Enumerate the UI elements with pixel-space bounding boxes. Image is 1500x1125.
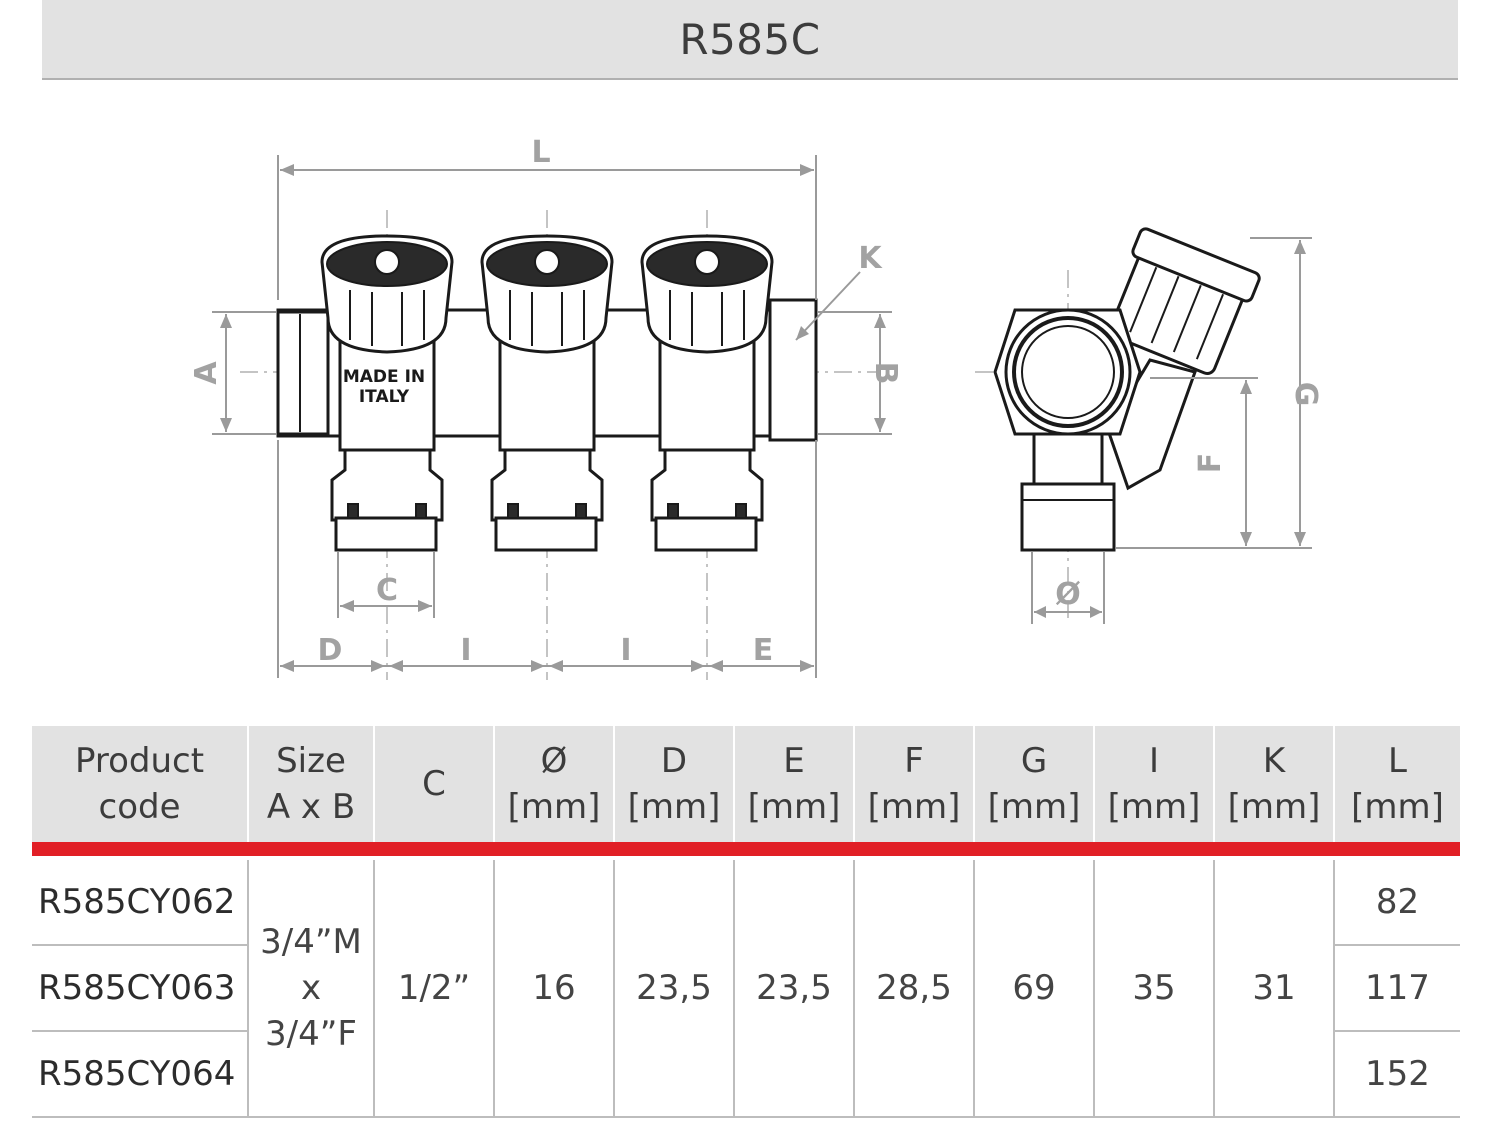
dim-label-E: E bbox=[753, 633, 774, 668]
product-code-cell: R585CY064 bbox=[32, 1031, 248, 1118]
g-cell: 69 bbox=[973, 860, 1094, 1118]
l-cell: 82 bbox=[1333, 860, 1460, 946]
dim-label-D: D bbox=[318, 633, 343, 668]
valve-1 bbox=[320, 234, 454, 552]
dim-label-C: C bbox=[376, 573, 398, 608]
header-f: F[mm] bbox=[853, 726, 974, 842]
table-row: R585CY063 117 bbox=[32, 945, 1460, 1032]
l-cell: 152 bbox=[1333, 1031, 1460, 1118]
d-cell: 23,5 bbox=[613, 860, 734, 1118]
dim-label-A: A bbox=[189, 361, 224, 385]
header-d: D[mm] bbox=[613, 726, 734, 842]
table-row: R585CY064 152 bbox=[32, 1031, 1460, 1118]
e-cell: 23,5 bbox=[733, 860, 854, 1118]
header-e: E[mm] bbox=[733, 726, 854, 842]
header-l: L[mm] bbox=[1333, 726, 1460, 842]
made-in-italy-stamp: MADE IN ITALY bbox=[343, 367, 425, 407]
header-i: I[mm] bbox=[1093, 726, 1214, 842]
k-cell: 31 bbox=[1213, 860, 1334, 1118]
product-code-cell: R585CY063 bbox=[32, 945, 248, 1032]
dim-label-B: B bbox=[868, 362, 903, 385]
dim-label-G: G bbox=[1288, 382, 1323, 407]
dim-label-I-2: I bbox=[620, 633, 631, 668]
dim-label-K: K bbox=[858, 241, 883, 276]
l-cell: 117 bbox=[1333, 945, 1460, 1032]
header-diameter: Ø[mm] bbox=[493, 726, 614, 842]
dim-label-I-1: I bbox=[460, 633, 471, 668]
diameter-cell: 16 bbox=[493, 860, 614, 1118]
i-cell: 35 bbox=[1093, 860, 1214, 1118]
product-code-cell: R585CY062 bbox=[32, 860, 248, 946]
header-c: C bbox=[373, 726, 494, 842]
title-bar: R585C bbox=[42, 0, 1458, 80]
dim-label-L: L bbox=[531, 135, 550, 170]
svg-text:ITALY: ITALY bbox=[359, 387, 410, 407]
dim-label-diameter: Ø bbox=[1055, 577, 1081, 612]
side-view: G F Ø bbox=[975, 227, 1323, 624]
technical-drawing: MADE IN ITALY L A B K C bbox=[189, 135, 1323, 680]
f-cell: 28,5 bbox=[853, 860, 974, 1118]
header-k: K[mm] bbox=[1213, 726, 1334, 842]
header-g: G[mm] bbox=[973, 726, 1094, 842]
valve-3 bbox=[640, 234, 774, 552]
page-title: R585C bbox=[679, 14, 821, 64]
dim-label-F: F bbox=[1193, 453, 1228, 474]
front-view: MADE IN ITALY L A B K C bbox=[189, 135, 903, 680]
header-accent-bar bbox=[32, 842, 1460, 856]
c-cell: 1/2” bbox=[373, 860, 494, 1118]
svg-text:MADE IN: MADE IN bbox=[343, 367, 425, 387]
valve-2 bbox=[480, 234, 614, 552]
